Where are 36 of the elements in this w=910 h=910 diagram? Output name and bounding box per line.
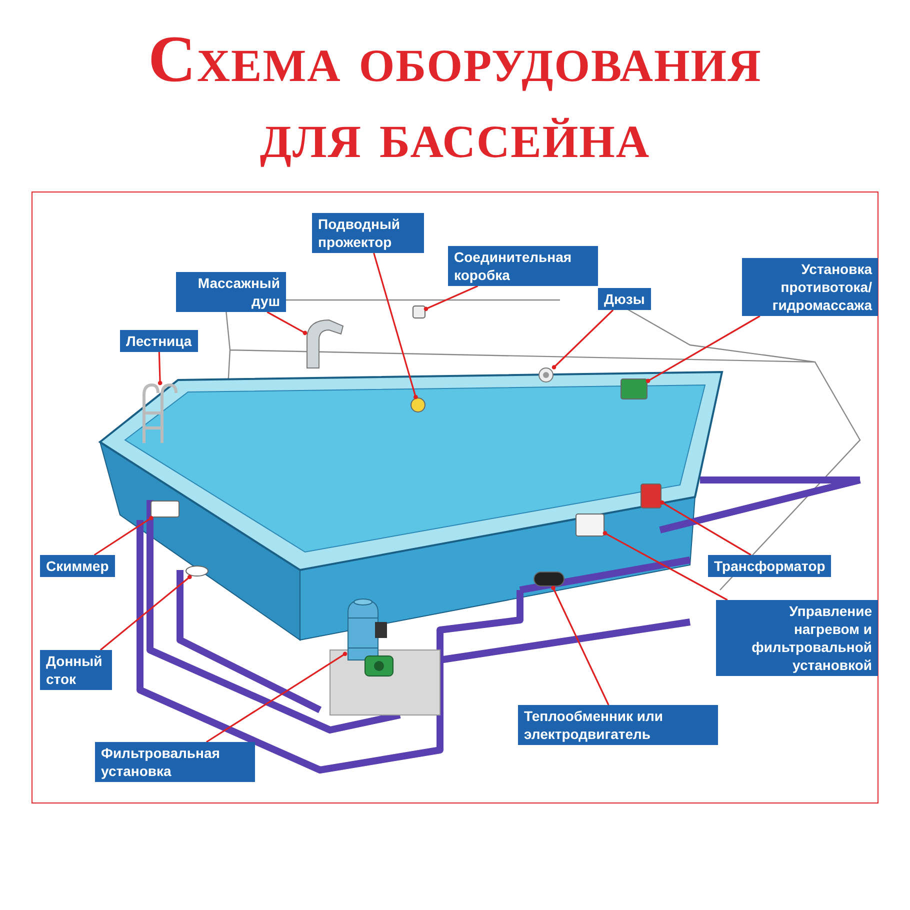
counterflow-unit xyxy=(620,378,648,400)
control-panel xyxy=(575,513,605,537)
transformer-box xyxy=(640,483,662,509)
callout-label: Трансформатор xyxy=(708,555,832,577)
leader-line xyxy=(266,311,308,336)
leader-line xyxy=(373,252,418,400)
leader-line xyxy=(100,574,192,651)
sand-filter xyxy=(345,598,395,678)
skimmer xyxy=(150,500,180,518)
underwater-light xyxy=(410,397,426,413)
junction-box xyxy=(412,305,426,319)
callout-label: Теплообменник или электродвигатель xyxy=(518,705,718,745)
leader-line xyxy=(551,586,610,706)
leader-line xyxy=(660,500,752,556)
bottom-drain xyxy=(185,565,209,577)
callout-label: Лестница xyxy=(120,330,198,352)
leader-line xyxy=(158,352,162,386)
leader-line xyxy=(552,309,614,370)
callout-label: Донный сток xyxy=(40,650,112,690)
callout-label: Управление нагревом и фильтровальной установкой xyxy=(716,600,878,676)
callout-label: Дюзы xyxy=(598,288,651,310)
callout-label: Установка противотока/ гидромассажа xyxy=(742,258,878,316)
shower-spout xyxy=(305,318,345,370)
title: Схема оборудования для бассейна xyxy=(147,22,763,174)
callout-label: Скиммер xyxy=(40,555,115,577)
callout-label: Массажный душ xyxy=(176,272,286,312)
callout-label: Соединительная коробка xyxy=(448,246,598,286)
callout-label: Фильтровальная установка xyxy=(95,742,255,782)
leader-line xyxy=(646,315,760,384)
leader-line xyxy=(94,516,154,556)
leader-line xyxy=(602,531,728,601)
heat-exchanger xyxy=(533,570,565,588)
callout-label: Подводный прожектор xyxy=(312,213,424,253)
leader-line xyxy=(206,652,348,743)
leader-line xyxy=(424,285,478,312)
jet-nozzle xyxy=(538,367,554,383)
